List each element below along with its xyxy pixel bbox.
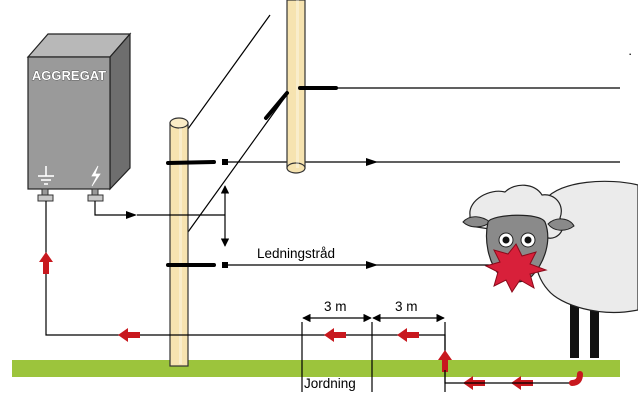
current-return-hook — [569, 371, 583, 386]
grounding-label: Jordning — [304, 376, 356, 391]
energizer-terminals — [37, 188, 104, 202]
wire-label: Ledningstråd — [257, 246, 335, 261]
corner-mark: · — [628, 46, 632, 61]
sheep — [462, 180, 638, 358]
energizer-title: AGGREGAT — [32, 68, 106, 83]
current-arrow-left-2 — [324, 328, 346, 342]
wire-direction-arrows — [366, 158, 378, 269]
spacing-label-1: 3 m — [324, 299, 347, 314]
ground-strip — [12, 360, 620, 377]
shock-star — [484, 243, 548, 293]
back-post-insulators — [264, 86, 338, 120]
front-post — [169, 117, 189, 367]
current-arrow-left-1 — [118, 328, 140, 342]
energizer-unit: AGGREGAT — [26, 32, 132, 191]
back-post — [286, 0, 306, 174]
lightning-icon — [91, 165, 101, 187]
return-path-under-sheep — [444, 370, 572, 384]
live-lead — [94, 201, 135, 216]
earth-return-lead — [45, 201, 446, 360]
live-lead-arrow — [126, 211, 137, 219]
current-arrow-left-3 — [397, 328, 419, 342]
front-post-insulators — [166, 160, 216, 267]
current-arrow-up-lead — [39, 252, 53, 274]
wire-clamps — [222, 159, 228, 268]
current-arrow-up-rod — [438, 350, 452, 372]
spacing-label-2: 3 m — [395, 299, 418, 314]
earth-icon — [38, 166, 54, 185]
